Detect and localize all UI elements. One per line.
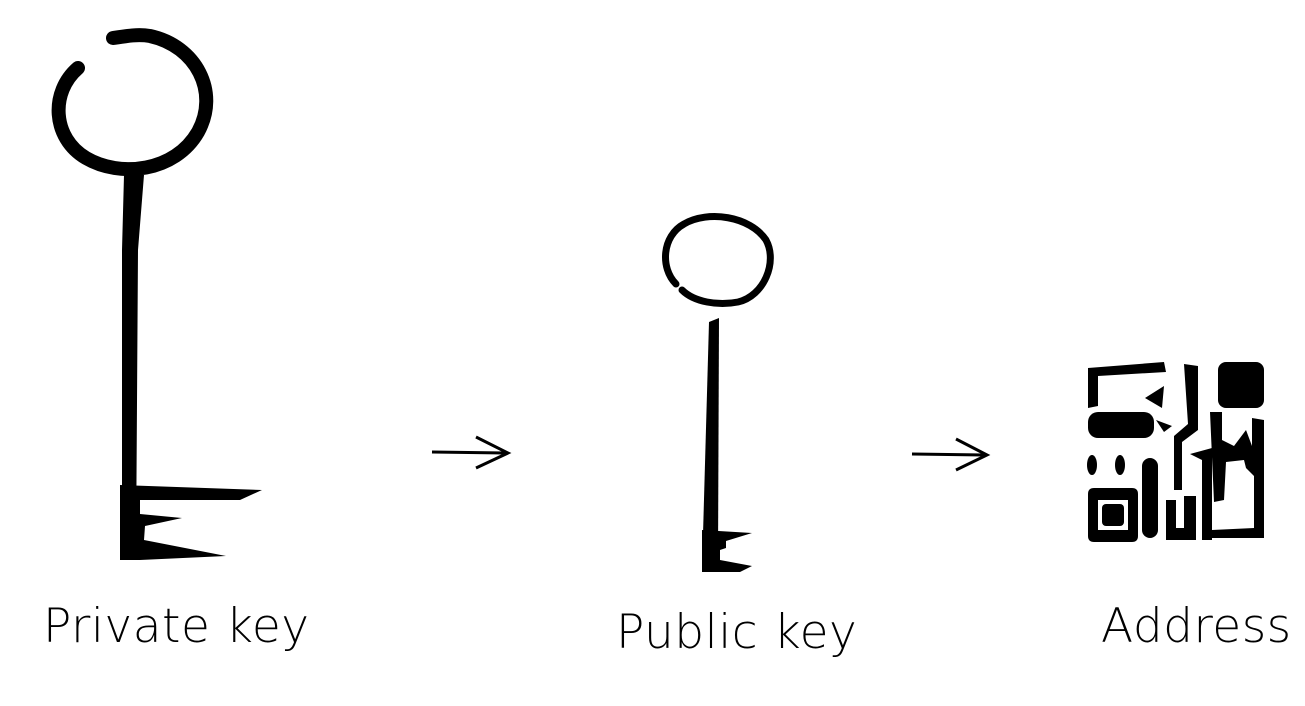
public-key-label: Public key <box>616 605 858 660</box>
private-key-label: Private key <box>43 599 310 654</box>
large-key-icon <box>51 28 262 560</box>
qr-code-icon <box>1087 362 1264 542</box>
address-label: Address <box>1101 599 1292 654</box>
right-arrow-icon <box>431 435 512 470</box>
small-key-icon <box>662 213 774 572</box>
right-arrow-icon <box>911 437 991 472</box>
